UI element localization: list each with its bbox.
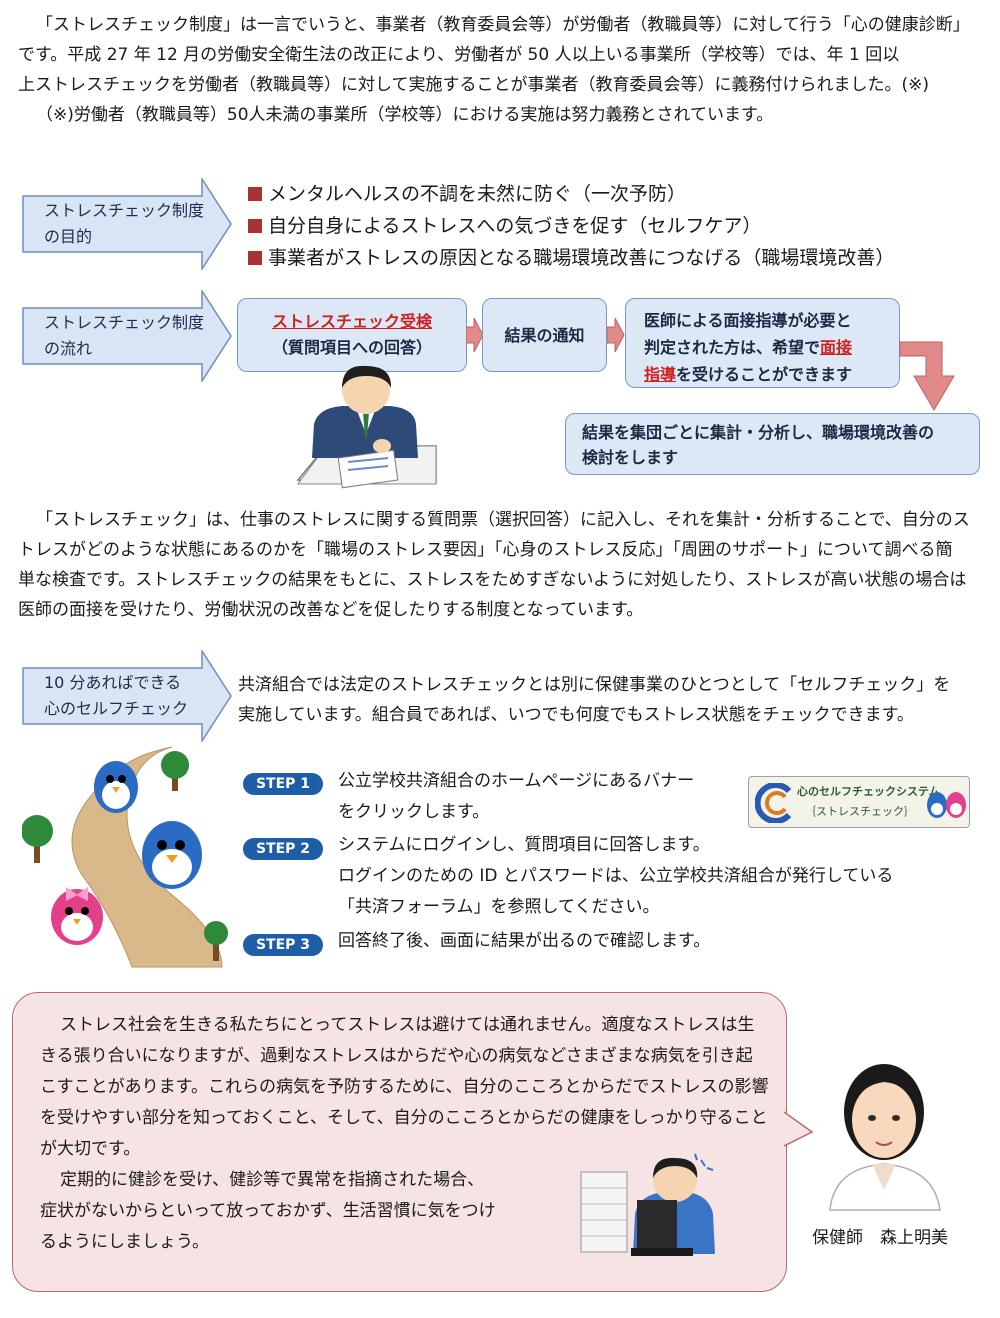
square-bullet-icon [248, 251, 262, 265]
intro-paragraph: 「ストレスチェック制度」は一言でいうと、事業者（教育委員会等）が労働者（教職員等… [18, 10, 986, 130]
banner-logo-icon [755, 783, 792, 823]
selfcheck-system-banner[interactable]: 心のセルフチェックシステム ｛ストレスチェック｝ [748, 776, 970, 828]
flow-step-result-notice: 結果の通知 [482, 298, 607, 372]
nurse-portrait-illustration [829, 1064, 941, 1211]
flow-step-analysis: 結果を集団ごとに集計・分析し、職場環境改善の 検討をします [565, 413, 980, 475]
explain-line: 単な検査です。ストレスチェックの結果をもとに、ストレスをためすぎないように対処し… [18, 570, 967, 590]
step3-badge: STEP 3 [243, 934, 323, 956]
advice-text: ストレス社会を生きる私たちにとってストレスは避けては通れません。適度なストレスは… [40, 1010, 768, 1258]
flow-step-text: 指導を受けることができます [644, 365, 853, 384]
bubble-tail [784, 1111, 814, 1147]
flow-step-text: 判定された方は、希望で面接 [644, 338, 853, 357]
step-line: ログインのための ID とパスワードは、公立学校共済組合が発行している [338, 866, 894, 886]
flow-step-text: 医師による面接指導が必要と [644, 311, 852, 330]
advice-line: 症状がないからといって放っておかず、生活習慣に気をつけ [40, 1201, 496, 1221]
advice-line: が大切です。 [40, 1139, 141, 1159]
step1-text: 公立学校共済組合のホームページにあるバナー をクリックします。 [338, 766, 694, 828]
explain-line: トレスがどのような状態にあるのかを「職場のストレス要因」「心身のストレス反応」「… [18, 540, 953, 560]
nurse-caption: 保健師 森上明美 [812, 1228, 948, 1248]
purpose-item: メンタルヘルスの不調を未然に防ぐ（一次予防） [248, 178, 894, 210]
banner-mascot-icon [927, 792, 966, 818]
flow-arrow-label: ストレスチェック制度 の流れ [22, 290, 232, 382]
purpose-list: メンタルヘルスの不調を未然に防ぐ（一次予防） 自分自身によるストレスへの気づきを… [248, 178, 894, 274]
step2-text: システムにログインし、質問項目に回答します。 ログインのための ID とパスワー… [338, 830, 893, 923]
explain-paragraph: 「ストレスチェック」は、仕事のストレスに関する質問票（選択回答）に記入し、それを… [18, 505, 986, 625]
purpose-label-line2: の目的 [44, 227, 93, 246]
flow-arrow-down-icon [899, 341, 955, 411]
square-bullet-icon [248, 219, 262, 233]
explain-line: 医師の面接を受けたり、労働状況の改善などを促したりする制度となっています。 [18, 600, 644, 620]
advice-line: 定期的に健診を受け、健診等で異常を指摘された場合、 [60, 1170, 485, 1190]
flow-step-stresscheck: ストレスチェック受検 （質問項目への回答） [237, 298, 467, 372]
intro-line: 上ストレスチェックを労働者（教職員等）に対して実施することが事業者（教育委員会等… [18, 75, 929, 95]
advice-line: を受けやすい部分を知っておくこと、そして、自分のこころとからだの健康をしっかり守… [40, 1108, 768, 1128]
step-line: 回答終了後、画面に結果が出るので確認します。 [338, 931, 711, 951]
intro-note: （※)労働者（教職員等）50人未満の事業所（学校等）における実施は努力義務とされ… [36, 105, 774, 125]
selfcheck-description: 共済組合では法定のストレスチェックとは別に保健事業のひとつとして「セルフチェック… [238, 670, 950, 730]
banner-subtitle: ｛ストレスチェック｝ [805, 805, 915, 818]
intro-line: です。平成 27 年 12 月の労働安全衛生法の改正により、労働者が 50 人以… [18, 45, 900, 65]
flow-step-text: 結果を集団ごとに集計・分析し、職場環境改善の [582, 423, 935, 442]
intro-line: 「ストレスチェック制度」は一言でいうと、事業者（教育委員会等）が労働者（教職員等… [36, 15, 970, 35]
flow-arrow-right-icon [466, 318, 484, 352]
flow-arrow-right-icon [607, 318, 625, 352]
selfcheck-label-line1: 10 分あればできる [44, 673, 182, 692]
step2-badge: STEP 2 [243, 838, 323, 860]
explain-line: 「ストレスチェック」は、仕事のストレスに関する質問票（選択回答）に記入し、それを… [36, 510, 970, 530]
selfcheck-arrow-shape [22, 650, 232, 742]
step1-badge: STEP 1 [243, 773, 323, 795]
selfcheck-arrow-label: 10 分あればできる 心のセルフチェック [22, 650, 232, 742]
flow-label-line2: の流れ [44, 339, 93, 358]
selfcheck-text-line: 共済組合では法定のストレスチェックとは別に保健事業のひとつとして「セルフチェック… [238, 675, 951, 695]
purpose-item: 事業者がストレスの原因となる職場環境改善につなげる（職場環境改善） [248, 242, 894, 274]
flow-step-subtitle: （質問項目への回答） [271, 338, 432, 357]
square-bullet-icon [248, 187, 262, 201]
step3-text: 回答終了後、画面に結果が出るので確認します。 [338, 926, 710, 957]
advice-line: こすことがあります。これらの病気を予防するために、自分のこころとからだでストレス… [40, 1077, 769, 1097]
step-line: 「共済フォーラム」を参照してください。 [338, 897, 660, 917]
purpose-arrow-shape [22, 178, 232, 270]
purpose-arrow-label: ストレスチェック制度 の目的 [22, 178, 232, 270]
advice-line: ストレス社会を生きる私たちにとってストレスは避けては通れません。適度なストレスは… [60, 1015, 755, 1035]
step-line: 公立学校共済組合のホームページにあるバナー [338, 771, 695, 791]
flow-step-title: ストレスチェック受検 [271, 312, 432, 331]
flow-step-text: 検討をします [582, 448, 679, 467]
stressed-worker-illustration [580, 1153, 715, 1256]
selfcheck-label-line2: 心のセルフチェック [44, 699, 189, 718]
worker-filling-form-illustration [296, 365, 437, 489]
flow-step-interview: 医師による面接指導が必要と 判定された方は、希望で面接 指導を受けることができま… [625, 298, 900, 388]
step-line: をクリックします。 [338, 802, 490, 822]
banner-title: 心のセルフチェックシステム [797, 785, 940, 798]
selfcheck-text-line: 実施しています。組合員であれば、いつでも何度でもストレス状態をチェックできます。 [238, 705, 914, 725]
advice-line: るようにしましょう。 [40, 1232, 209, 1252]
flow-arrow-shape [22, 290, 232, 382]
purpose-label-line1: ストレスチェック制度 [44, 201, 205, 220]
step-line: システムにログインし、質問項目に回答します。 [338, 835, 710, 855]
purpose-item: 自分自身によるストレスへの気づきを促す（セルフケア） [248, 210, 894, 242]
mascot-walking-path-illustration [22, 746, 228, 968]
flow-label-line1: ストレスチェック制度 [44, 313, 205, 332]
advice-line: きる張り合いになりますが、過剰なストレスはからだや心の病気などさまざまな病気を引… [40, 1046, 753, 1066]
